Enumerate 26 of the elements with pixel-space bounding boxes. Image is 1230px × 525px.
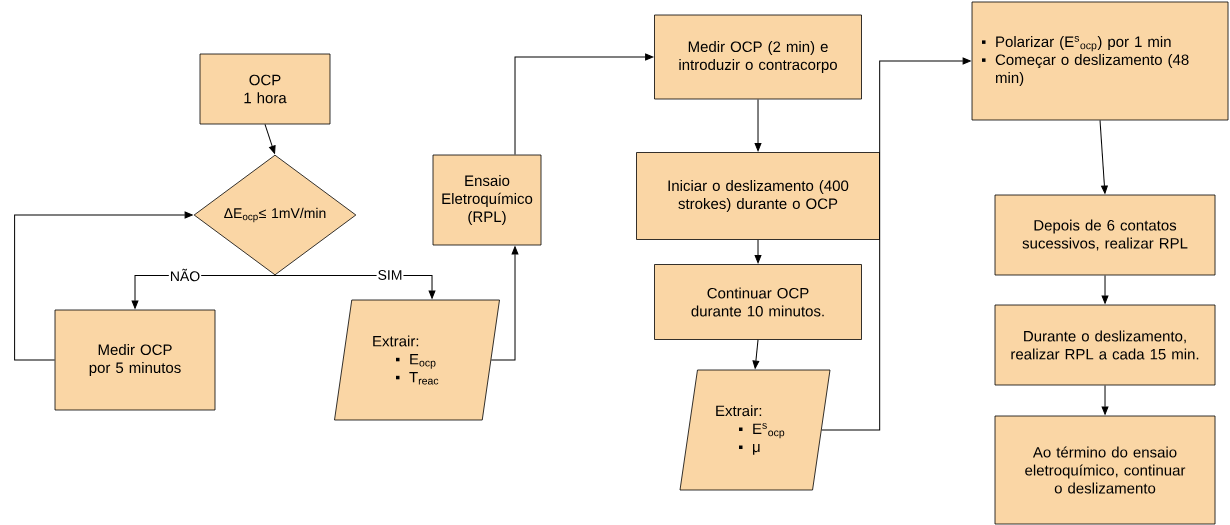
process-box: Continuar OCP durante 10 minutos. [654,264,862,340]
process-box: Ao término do ensaio eletroquímico, continuar o deslizamento [994,415,1216,525]
edge-label: NÃO [168,267,202,283]
process-box: Depois de 6 contatos sucessivos, realizar RPL [994,194,1216,276]
arrow [754,239,762,264]
process-box: Medir OCP por 5 minutos [54,309,216,411]
arrow [514,53,654,156]
arrow [1099,119,1108,194]
arrow [821,57,971,431]
arrow [1101,384,1109,415]
process-box: Durante o deslizamento, realizar RPL a cada 15 min. [994,304,1216,386]
data-parallelogram: Extrair: E$_{ocp}$ T$_{reac}$ [334,299,500,421]
arrow [752,339,760,369]
edge-label: SIM [376,269,404,281]
process-box: Ensaio Eletroquímico (RPL) [432,154,542,246]
arrow [264,123,276,154]
arrow [1101,274,1109,304]
process-box: Medir OCP (2 min) e introduzir o contracorpo [654,14,862,100]
process-box: Iniciar o deslizamento (400 strokes) durante o OCP [636,152,880,240]
process-box: OCP 1 hora [199,53,331,125]
arrow [14,211,193,361]
arrow [274,274,436,299]
arrow [754,98,762,152]
arrow [490,246,519,361]
process-box: Polarizar (E$^{s}$$_{ocp}$) por 1 min Começar o deslizamento (48 min) [971,1,1229,121]
data-parallelogram: Extrair: E$^{s}$ocp μ [679,369,831,491]
